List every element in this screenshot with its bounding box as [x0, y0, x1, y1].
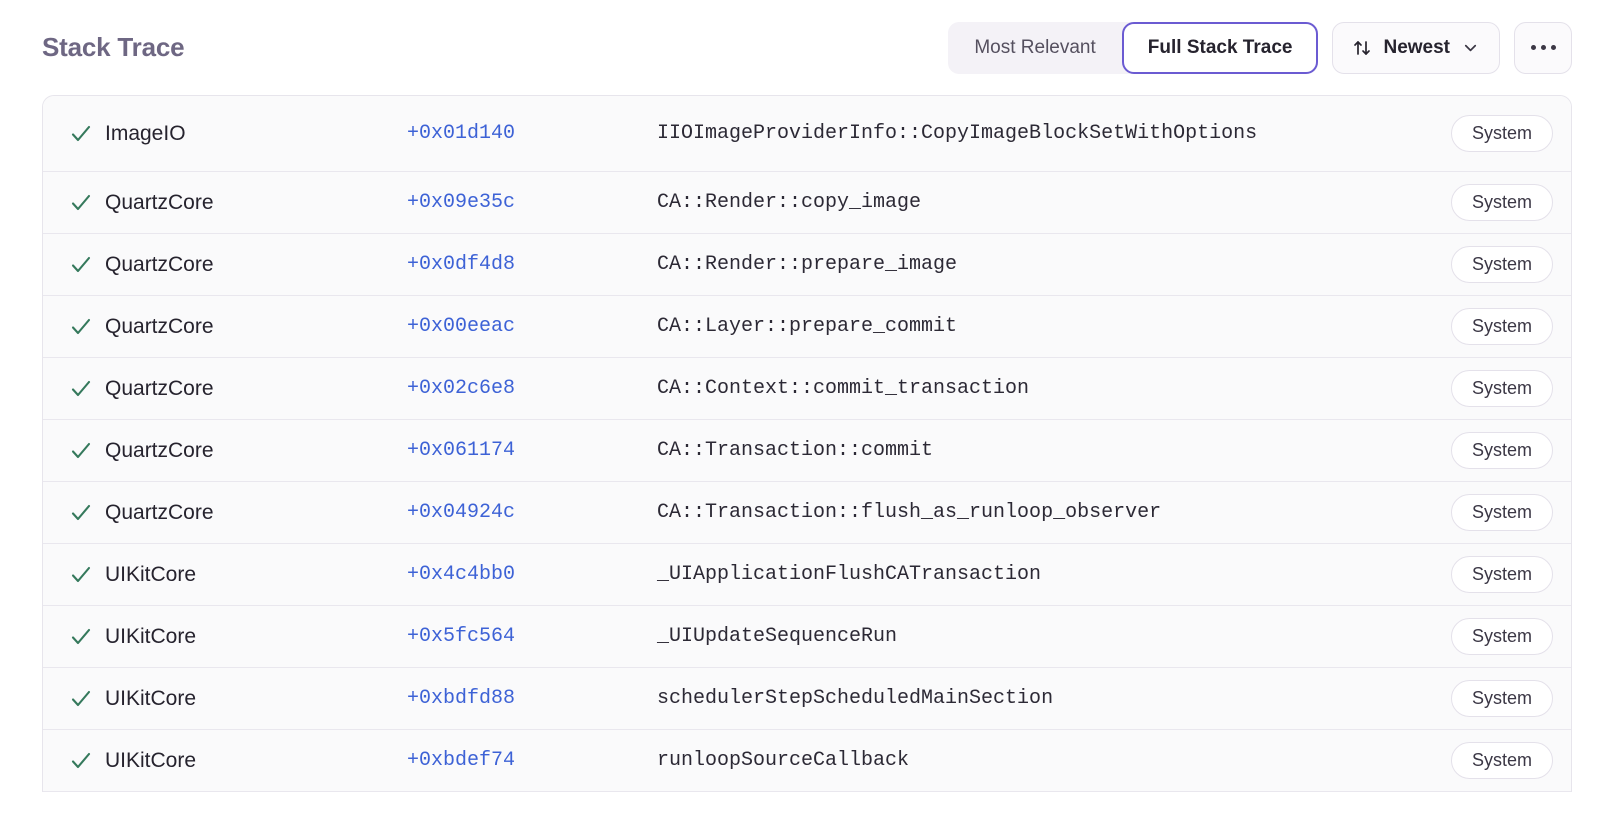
status-badge: System: [1450, 370, 1553, 407]
table-row[interactable]: UIKitCore +0x4c4bb0 _UIApplicationFlushCAT…: [43, 544, 1571, 606]
frame-tag: System: [1450, 432, 1553, 469]
frame-tag: System: [1450, 680, 1553, 717]
status-badge: System: [1450, 246, 1553, 283]
check-icon[interactable]: [43, 562, 105, 588]
status-badge: System: [1450, 742, 1553, 779]
ellipsis-icon-dot-3: [1550, 45, 1556, 50]
frame-package: UIKitCore: [105, 624, 197, 648]
table-row[interactable]: UIKitCore +0x5fc564 _UIUpdateSequenceRun Sy…: [43, 606, 1571, 668]
frame-offset-link[interactable]: +0x01d140: [407, 122, 516, 145]
check-icon[interactable]: [43, 438, 105, 464]
table-row[interactable]: ImageIO +0x01d140 IIOImageProviderInfo::Co…: [43, 96, 1571, 172]
frame-tag: System: [1450, 246, 1553, 283]
frame-package: QuartzCore: [105, 500, 214, 524]
more-options-button[interactable]: [1514, 21, 1572, 74]
frame-tag: System: [1450, 556, 1553, 593]
frame-package: QuartzCore: [105, 314, 214, 338]
frame-offset-link[interactable]: +0x04924c: [407, 501, 516, 524]
frame-function: CA::Transaction::commit: [657, 438, 934, 462]
check-icon[interactable]: [43, 314, 105, 340]
frame-offset-link[interactable]: +0x4c4bb0: [407, 563, 516, 586]
frame-offset-link[interactable]: +0x02c6e8: [407, 377, 516, 400]
tab-full-stack-trace[interactable]: Full Stack Trace: [1121, 21, 1319, 74]
check-icon[interactable]: [43, 121, 105, 147]
check-icon[interactable]: [43, 624, 105, 650]
frame-function: runloopSourceCallback: [657, 748, 910, 772]
frame-offset-link[interactable]: +0xbdfd88: [407, 687, 516, 710]
check-icon[interactable]: [43, 252, 105, 278]
frame-tag: System: [1450, 742, 1553, 779]
status-badge: System: [1450, 115, 1553, 152]
frame-function: _UIUpdateSequenceRun: [657, 624, 898, 648]
status-badge: System: [1450, 432, 1553, 469]
stack-trace-list: ImageIO +0x01d140 IIOImageProviderInfo::Co…: [42, 95, 1572, 792]
status-badge: System: [1450, 184, 1553, 221]
frame-offset-link[interactable]: +0xbdef74: [407, 749, 516, 772]
status-badge: System: [1450, 680, 1553, 717]
tab-most-relevant[interactable]: Most Relevant: [948, 22, 1121, 74]
sort-label: Newest: [1383, 36, 1450, 58]
frame-package: QuartzCore: [105, 376, 214, 400]
frame-function: CA::Context::commit_transaction: [657, 376, 1030, 400]
table-row[interactable]: UIKitCore +0xbdef74 runloopSourceCallback S…: [43, 730, 1571, 792]
header-controls: Most Relevant Full Stack Trace Newest: [948, 21, 1572, 74]
frame-function: CA::Transaction::flush_as_runloop_observ…: [657, 500, 1162, 524]
frame-function: CA::Layer::prepare_commit: [657, 314, 958, 338]
frame-tag: System: [1450, 618, 1553, 655]
frame-offset-link[interactable]: +0x00eeac: [407, 315, 516, 338]
check-icon[interactable]: [43, 500, 105, 526]
ellipsis-icon-dot-2: [1540, 45, 1546, 50]
check-icon[interactable]: [43, 376, 105, 402]
frame-package: UIKitCore: [105, 686, 197, 710]
frame-tag: System: [1450, 370, 1553, 407]
table-row[interactable]: QuartzCore +0x09e35c CA::Render::copy_imag…: [43, 172, 1571, 234]
frame-function: CA::Render::prepare_image: [657, 252, 958, 276]
table-row[interactable]: QuartzCore +0x0df4d8 CA::Render::prepare_i…: [43, 234, 1571, 296]
panel-header: Stack Trace Most Relevant Full Stack Tra…: [0, 0, 1614, 95]
frame-offset-link[interactable]: +0x09e35c: [407, 191, 516, 214]
status-badge: System: [1450, 618, 1553, 655]
table-row[interactable]: QuartzCore +0x02c6e8 CA::Context::commit_t…: [43, 358, 1571, 420]
page-title: Stack Trace: [42, 32, 185, 62]
frame-package: UIKitCore: [105, 562, 197, 586]
chevron-down-icon: [1461, 38, 1480, 57]
status-badge: System: [1450, 556, 1553, 593]
table-row[interactable]: UIKitCore +0xbdfd88 schedulerStepScheduled…: [43, 668, 1571, 730]
frame-tag: System: [1450, 184, 1553, 221]
frame-package: QuartzCore: [105, 438, 214, 462]
check-icon[interactable]: [43, 190, 105, 216]
frame-package: QuartzCore: [105, 190, 214, 214]
frame-tag: System: [1450, 494, 1553, 531]
table-row[interactable]: QuartzCore +0x061174 CA::Transaction::comm…: [43, 420, 1571, 482]
table-row[interactable]: QuartzCore +0x00eeac CA::Layer::prepare_co…: [43, 296, 1571, 358]
status-badge: System: [1450, 308, 1553, 345]
check-icon[interactable]: [43, 686, 105, 712]
frame-function: CA::Render::copy_image: [657, 190, 922, 214]
status-badge: System: [1450, 494, 1553, 531]
table-row[interactable]: QuartzCore +0x04924c CA::Transaction::flus…: [43, 482, 1571, 544]
frame-function: IIOImageProviderInfo::CopyImageBlockSetW…: [657, 121, 1258, 145]
frame-offset-link[interactable]: +0x0df4d8: [407, 253, 516, 276]
ellipsis-icon: [1530, 45, 1536, 50]
frame-function: schedulerStepScheduledMainSection: [657, 686, 1054, 710]
frame-tag: System: [1450, 115, 1553, 152]
frame-function: _UIApplicationFlushCATransaction: [657, 562, 1042, 586]
sort-arrows-icon: [1352, 38, 1372, 58]
frame-package: QuartzCore: [105, 252, 214, 276]
stack-trace-mode-segmented-control[interactable]: Most Relevant Full Stack Trace: [948, 21, 1319, 74]
frame-offset-link[interactable]: +0x061174: [407, 439, 516, 462]
sort-button[interactable]: Newest: [1332, 21, 1500, 74]
frame-package: ImageIO: [105, 121, 186, 145]
frame-offset-link[interactable]: +0x5fc564: [407, 625, 516, 648]
frame-package: UIKitCore: [105, 748, 197, 772]
frame-tag: System: [1450, 308, 1553, 345]
check-icon[interactable]: [43, 748, 105, 774]
